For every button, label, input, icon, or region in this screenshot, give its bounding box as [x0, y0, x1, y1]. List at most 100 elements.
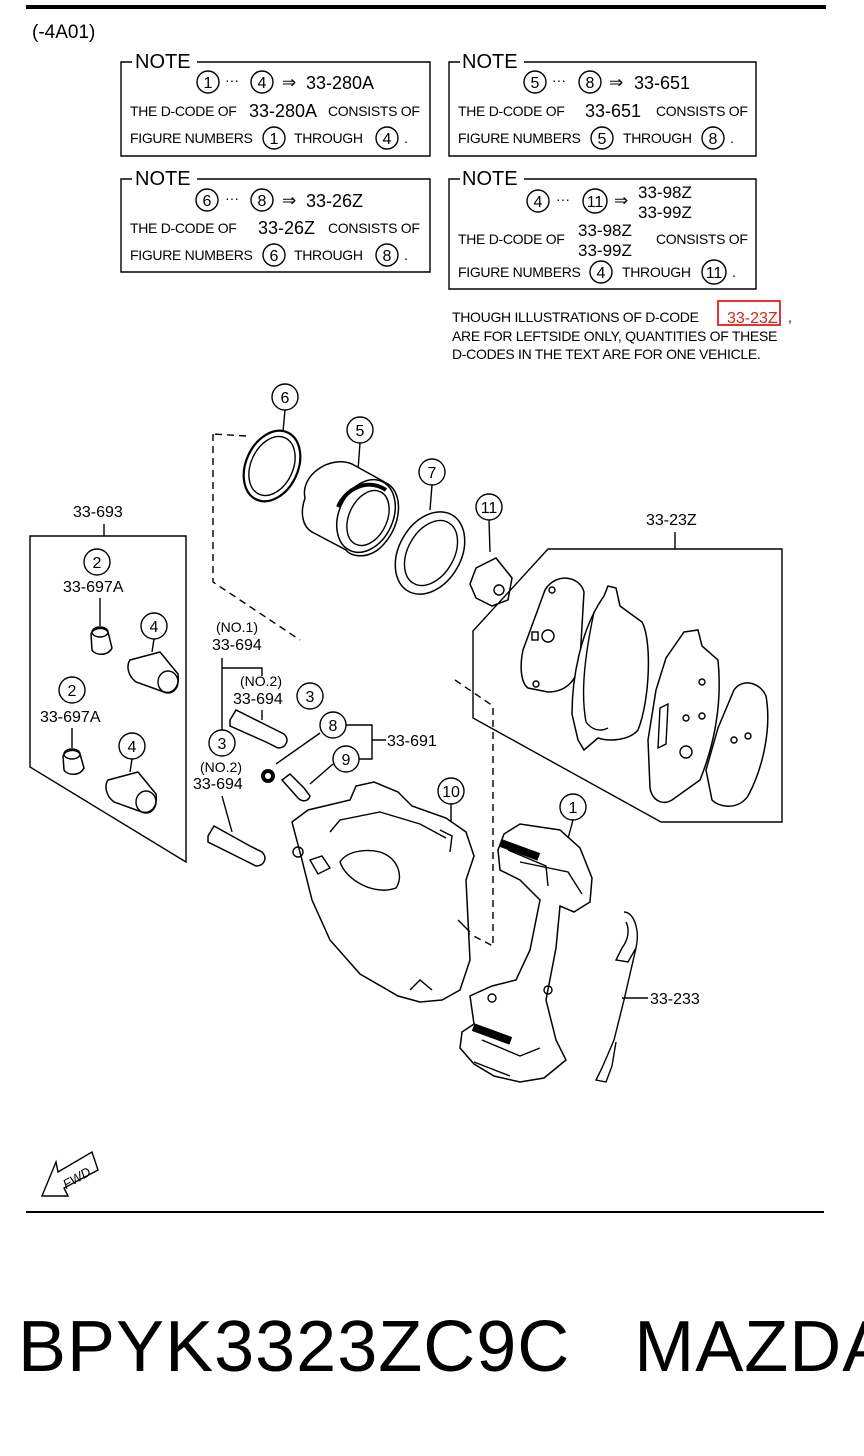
- note-3-line2-mid: THROUGH: [294, 247, 363, 263]
- caliper-bracket[interactable]: 1: [459, 793, 593, 1083]
- callout-6: 6: [281, 390, 290, 407]
- label-bolt-no2b: 33-694: [193, 776, 243, 793]
- brake-pad-group[interactable]: 33-23Z: [472, 512, 783, 823]
- note-3-line1-pre: THE D-CODE OF: [130, 220, 237, 236]
- label-bushing-b: 33-697A: [40, 709, 101, 726]
- note-4-dcode: 33-98Z: [638, 183, 692, 202]
- note-2-from: 5: [531, 75, 540, 92]
- note-4-line2-to: 11: [706, 265, 723, 282]
- section-code: (-4A01): [32, 22, 95, 43]
- note-4-line1-code: 33-98Z: [578, 221, 632, 240]
- note-3-line2-end: .: [404, 247, 408, 263]
- note-3-line1-code: 33-26Z: [258, 218, 315, 238]
- disclaimer-line3: D-CODES IN THE TEXT ARE FOR ONE VEHICLE.: [452, 346, 761, 362]
- note-4-dots: ···: [556, 191, 570, 207]
- callout-9: 9: [342, 752, 351, 769]
- note-4-title: NOTE: [462, 168, 518, 190]
- bleeder-screw-group[interactable]: 8 9 33-691: [261, 711, 437, 802]
- note-1-line1-pre: THE D-CODE OF: [130, 103, 237, 119]
- note-4-line1-post: CONSISTS OF: [656, 231, 748, 247]
- note-3-title: NOTE: [135, 168, 191, 190]
- note-4-dcode2: 33-99Z: [638, 203, 692, 222]
- disclaimer-highlight-code[interactable]: 33-23Z: [727, 310, 778, 327]
- note-1-title: NOTE: [135, 51, 191, 73]
- note-3-line2-to: 8: [383, 248, 392, 265]
- highlight-box: [717, 300, 781, 326]
- note-2-to: 8: [586, 75, 595, 92]
- note-1-line1-post: CONSISTS OF: [328, 103, 420, 119]
- label-bushing-a: 33-697A: [63, 579, 124, 596]
- piston[interactable]: 5: [301, 416, 406, 562]
- callout-2b: 2: [68, 683, 77, 700]
- note-box-3: NOTE 6 ··· 8 ⇒ 33-26Z THE D-CODE OF 33-2…: [120, 168, 431, 273]
- note-1-line1-code: 33-280A: [249, 101, 317, 121]
- note-2-line2-to: 8: [709, 131, 718, 148]
- note-4-line2-mid: THROUGH: [622, 264, 691, 280]
- disclaimer: THOUGH ILLUSTRATIONS OF D-CODE 33-23Z , …: [452, 300, 792, 362]
- guide-pin-kit-group[interactable]: 33-693 2 33-697A 4 2 33-697A 4: [29, 504, 187, 864]
- caliper-clip[interactable]: 11: [469, 493, 513, 607]
- part-number: BPYK3323ZC9C: [18, 1307, 571, 1387]
- label-group-left: 33-693: [73, 504, 123, 521]
- note-1-from: 1: [204, 75, 213, 92]
- note-2-line1-pre: THE D-CODE OF: [458, 103, 565, 119]
- callout-1: 1: [569, 800, 578, 817]
- note-1-to: 4: [258, 75, 267, 92]
- callout-4a: 4: [150, 619, 159, 636]
- note-2-line1-post: CONSISTS OF: [656, 103, 748, 119]
- label-bolt-no1: 33-694: [212, 637, 262, 654]
- label-no1: (NO.1): [216, 619, 258, 635]
- guide-bolts[interactable]: (NO.1) 33-694 (NO.2) 33-694 3 3 (NO.2) 3…: [193, 619, 324, 867]
- note-4-line1-pre: THE D-CODE OF: [458, 231, 565, 247]
- note-2-line2-end: .: [730, 130, 734, 146]
- note-1-arrow: ⇒: [282, 73, 296, 92]
- note-2-line2-from: 5: [598, 131, 607, 148]
- forward-arrow-icon: FWD: [40, 1150, 99, 1197]
- note-4-from: 4: [534, 194, 543, 211]
- disclaimer-line2: ARE FOR LEFTSIDE ONLY, QUANTITIES OF THE…: [452, 328, 777, 344]
- note-2-title: NOTE: [462, 51, 518, 73]
- piston-boundary: [212, 433, 494, 948]
- callout-3a: 3: [306, 689, 315, 706]
- note-3-line2-pre: FIGURE NUMBERS: [130, 247, 253, 263]
- dust-boot[interactable]: 7: [381, 458, 479, 607]
- note-2-line2-pre: FIGURE NUMBERS: [458, 130, 581, 146]
- note-2-line2-mid: THROUGH: [623, 130, 692, 146]
- caliper-housing[interactable]: 10: [291, 777, 475, 1003]
- disclaimer-line1-post: ,: [788, 309, 792, 325]
- callout-2a: 2: [93, 555, 102, 572]
- callout-4b: 4: [128, 739, 137, 756]
- note-3-line2-from: 6: [270, 248, 279, 265]
- label-pads-group: 33-23Z: [646, 512, 697, 529]
- note-1-line2-to: 4: [383, 131, 392, 148]
- note-1-line2-end: .: [404, 130, 408, 146]
- note-2-dcode: 33-651: [634, 73, 690, 93]
- footer: BPYK3323ZC9CMAZDA: [18, 1302, 864, 1392]
- callout-3b: 3: [218, 736, 227, 753]
- note-4-arrow: ⇒: [614, 191, 628, 210]
- note-3-dots: ···: [225, 190, 239, 206]
- note-2-line1-code: 33-651: [585, 101, 641, 121]
- callout-10: 10: [442, 784, 460, 801]
- callout-8: 8: [329, 718, 338, 735]
- note-4-line1-code2: 33-99Z: [578, 241, 632, 260]
- note-1-line2-mid: THROUGH: [294, 130, 363, 146]
- label-no2b: (NO.2): [200, 759, 242, 775]
- note-1-line2-from: 1: [270, 131, 279, 148]
- label-bleeder-group: 33-691: [387, 733, 437, 750]
- note-2-dots: ···: [552, 72, 566, 88]
- label-bolt-no2a: 33-694: [233, 691, 283, 708]
- note-3-arrow: ⇒: [282, 191, 296, 210]
- note-box-1: NOTE 1 ··· 4 ⇒ 33-280A THE D-CODE OF 33-…: [120, 51, 431, 157]
- anti-rattle-spring[interactable]: 33-233: [594, 911, 700, 1083]
- callout-7: 7: [428, 465, 437, 482]
- label-no2a: (NO.2): [240, 673, 282, 689]
- note-2-arrow: ⇒: [609, 73, 623, 92]
- disclaimer-line1-pre: THOUGH ILLUSTRATIONS OF D-CODE: [452, 309, 699, 325]
- seal-ring[interactable]: 6: [233, 383, 311, 511]
- callout-5: 5: [356, 423, 365, 440]
- note-4-line2-from: 4: [597, 265, 606, 282]
- note-3-line1-post: CONSISTS OF: [328, 220, 420, 236]
- note-4-line2-pre: FIGURE NUMBERS: [458, 264, 581, 280]
